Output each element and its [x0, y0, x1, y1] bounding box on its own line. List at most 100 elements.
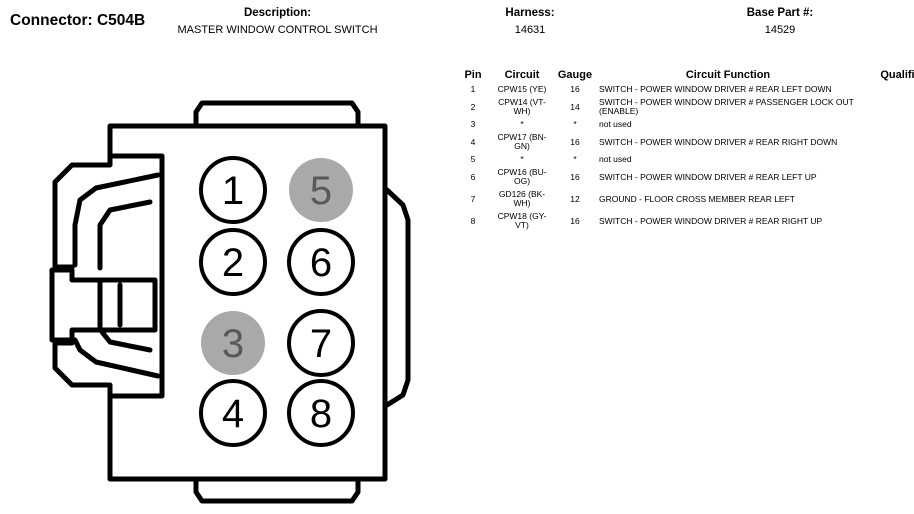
latch-upper-outer — [52, 153, 113, 270]
function-cell: not used — [599, 119, 632, 129]
pin-cell: 7 — [470, 193, 476, 204]
circuit-cell: CPW17 (BN-GN) — [497, 132, 547, 151]
right-rail — [384, 187, 411, 408]
pin-number-label: 4 — [222, 392, 244, 436]
pin-cavity-8: 8 — [287, 379, 355, 447]
table-row: 4 CPW17 (BN-GN) 16 SWITCH - POWER WINDOW… — [455, 131, 914, 153]
pin-circle — [289, 158, 353, 222]
column-header-circuit-function: Circuit Function — [685, 69, 771, 81]
column-header-qualifier: Qualifier — [880, 69, 914, 81]
qualifier-cell — [859, 210, 914, 232]
latch-center-block — [49, 267, 158, 343]
pin-cavity-4: 4 — [199, 379, 267, 447]
table-row: 8 CPW18 (GY-VT) 16 SWITCH - POWER WINDOW… — [455, 210, 914, 232]
circuit-cell: CPW16 (BU-OG) — [497, 167, 547, 186]
pin-cavity-7: 7 — [287, 309, 355, 377]
table-row: 3 * * not used — [455, 118, 914, 131]
qualifier-cell — [859, 166, 914, 188]
gauge-cell: 14 — [570, 101, 580, 112]
qualifier-cell — [859, 131, 914, 153]
pin-circle — [199, 379, 267, 447]
column-header-gauge: Gauge — [557, 69, 593, 81]
pin-cell: 1 — [470, 84, 476, 94]
latch-lower-arm — [72, 337, 161, 379]
circuit-cell: * — [520, 154, 524, 164]
connector-title: Connector: C504B — [10, 12, 146, 29]
qualifier-cell — [859, 188, 914, 210]
gauge-cell: 16 — [570, 215, 580, 226]
latch-lower-arm-inner — [99, 329, 153, 353]
gauge-cell: 12 — [570, 193, 580, 204]
pin-cavity-3: 3 — [201, 311, 265, 375]
pin-cell: 8 — [470, 215, 476, 226]
pin-cell: 5 — [470, 154, 476, 164]
table-row: 2 CPW14 (VT-WH) 14 SWITCH - POWER WINDOW… — [455, 96, 914, 118]
function-cell: not used — [599, 154, 632, 164]
pin-number-label: 7 — [310, 322, 332, 366]
qualifier-cell — [859, 96, 914, 118]
column-header-circuit: Circuit — [504, 69, 540, 81]
function-cell: SWITCH - POWER WINDOW DRIVER # REAR RIGH… — [599, 136, 838, 147]
pinout-table: Pin Circuit Gauge Circuit Function Quali… — [455, 69, 914, 232]
table-row: 1 CPW15 (YE) 16 SWITCH - POWER WINDOW DR… — [455, 83, 914, 96]
pin-cavity-1: 1 — [199, 156, 267, 224]
base-part-block: Base Part #: 14529 — [720, 7, 840, 36]
pin-layer: 1 2 3 4 5 6 7 8 — [199, 156, 355, 447]
qualifier-cell — [859, 83, 914, 96]
latch-upper-arm — [72, 172, 161, 268]
pinout-header-row: Pin Circuit Gauge Circuit Function Quali… — [455, 69, 914, 83]
pin-number-label: 2 — [222, 241, 244, 285]
pin-circle — [287, 228, 355, 296]
circuit-cell: CPW15 (YE) — [497, 84, 547, 94]
column-header-pin: Pin — [464, 69, 482, 81]
function-cell: SWITCH - POWER WINDOW DRIVER # REAR LEFT… — [599, 84, 832, 94]
description-block: Description: MASTER WINDOW CONTROL SWITC… — [160, 7, 395, 36]
gauge-cell: * — [573, 154, 577, 164]
qualifier-cell — [859, 118, 914, 131]
function-cell: GROUND - FLOOR CROSS MEMBER REAR LEFT — [599, 193, 795, 204]
circuit-cell: * — [520, 119, 524, 129]
harness-label: Harness: — [505, 7, 555, 19]
qualifier-cell — [859, 153, 914, 166]
pin-circle — [287, 379, 355, 447]
latch-lower-outer — [52, 340, 113, 399]
function-cell: SWITCH - POWER WINDOW DRIVER # REAR LEFT… — [599, 171, 817, 182]
pin-circle — [201, 311, 265, 375]
function-cell: SWITCH - POWER WINDOW DRIVER # REAR RIGH… — [599, 215, 823, 226]
base-part-value: 14529 — [764, 24, 796, 36]
circuit-cell: CPW14 (VT-WH) — [498, 97, 546, 116]
table-row: 6 CPW16 (BU-OG) 16 SWITCH - POWER WINDOW… — [455, 166, 914, 188]
table-row: 5 * * not used — [455, 153, 914, 166]
pin-number-label: 8 — [310, 392, 332, 436]
latch-upper-arm-inner — [97, 199, 153, 271]
pin-circle — [199, 228, 267, 296]
description-label: Description: — [243, 7, 312, 19]
gauge-cell: 16 — [570, 84, 580, 94]
harness-block: Harness: 14631 — [470, 7, 590, 36]
connector-housing — [49, 100, 411, 504]
pin-cell: 3 — [470, 119, 476, 129]
circuit-cell: CPW18 (GY-VT) — [497, 211, 547, 230]
pin-number-label: 6 — [310, 241, 332, 285]
bottom-tab — [193, 476, 361, 504]
pin-number-label: 5 — [310, 169, 332, 213]
top-tab — [193, 100, 361, 129]
circuit-cell: GD126 (BK-WH) — [498, 189, 546, 208]
description-value: MASTER WINDOW CONTROL SWITCH — [177, 24, 378, 36]
table-row: 7 GD126 (BK-WH) 12 GROUND - FLOOR CROSS … — [455, 188, 914, 210]
pin-cavity-5: 5 — [289, 158, 353, 222]
pin-circle — [199, 156, 267, 224]
pin-number-label: 3 — [222, 322, 244, 366]
gauge-cell: 16 — [570, 171, 580, 182]
pin-cavity-6: 6 — [287, 228, 355, 296]
function-cell: SWITCH - POWER WINDOW DRIVER # PASSENGER… — [599, 97, 854, 116]
gauge-cell: * — [573, 119, 577, 129]
pin-number-label: 1 — [222, 169, 244, 213]
connector-face-diagram: 1 2 3 4 5 6 7 8 — [49, 100, 411, 504]
base-part-label: Base Part #: — [746, 7, 814, 19]
pin-circle — [287, 309, 355, 377]
harness-value: 14631 — [514, 24, 546, 36]
pin-cell: 6 — [470, 171, 476, 182]
gauge-cell: 16 — [570, 136, 580, 147]
pin-cavity-2: 2 — [199, 228, 267, 296]
